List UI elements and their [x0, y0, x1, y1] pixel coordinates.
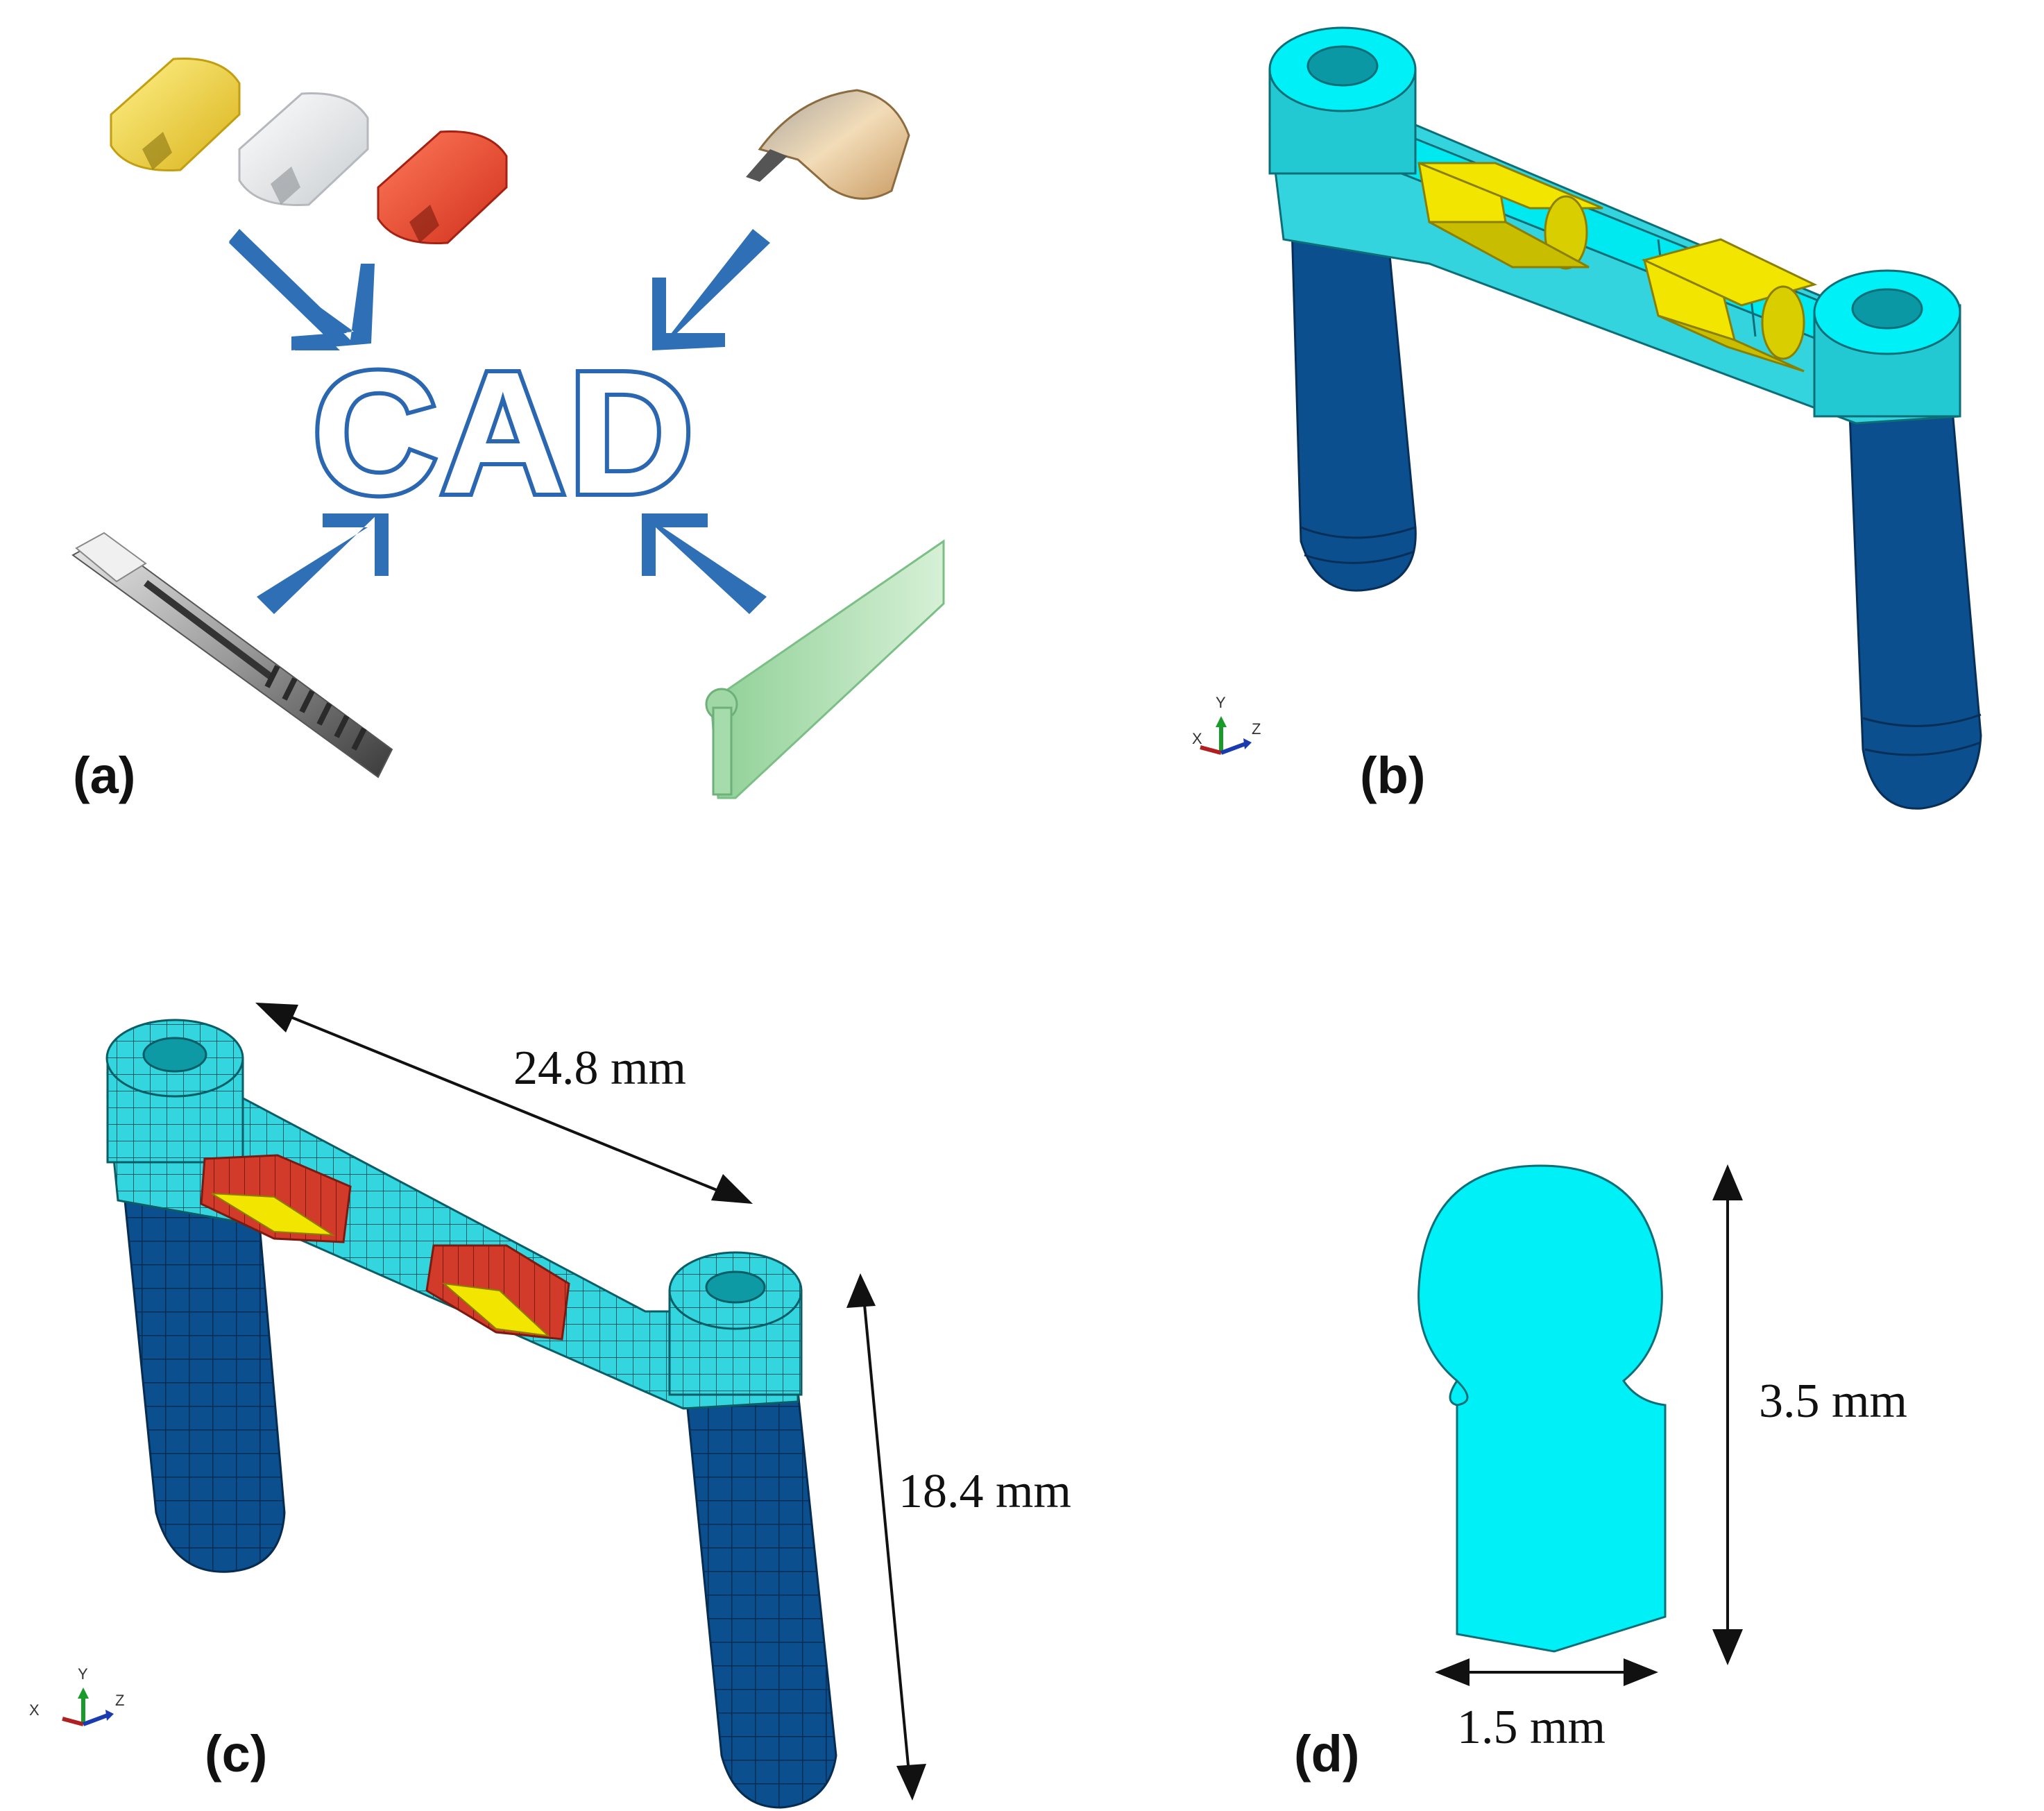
panel-c-fe-mesh: Y X Z [29, 1003, 926, 1809]
panel-label-d: (d) [1294, 1725, 1360, 1783]
axis-label-x: X [1192, 730, 1202, 747]
panel-b: Y X Z (b) [1179, 0, 2044, 833]
left-implant-mesh [120, 1150, 286, 1573]
arrow-bottom-left-icon [257, 513, 389, 614]
arrow-top-right-icon [652, 229, 770, 350]
arrow-top-left-icon [229, 229, 375, 350]
dimension-arrow-profile-height [1712, 1164, 1743, 1665]
red-clip-icon [377, 130, 508, 245]
panel-d-profile [1417, 1164, 1743, 1686]
dimension-label-bar-length: 24.8 mm [513, 1041, 686, 1095]
dental-implant-icon [71, 532, 393, 779]
yellow-clip-icon [110, 57, 241, 172]
axis-triad-c: Y X Z [29, 1665, 124, 1726]
dimension-arrow-implant-height [846, 1273, 926, 1801]
axis-label-z-c: Z [115, 1692, 124, 1709]
axis-triad-b: Y X Z [1192, 694, 1261, 755]
green-rail-icon [705, 539, 945, 799]
dimension-label-profile-height: 3.5 mm [1759, 1375, 1907, 1428]
panel-c: Y X Z 24.8 mm 18.4 mm (c) [0, 958, 1179, 1811]
yellow-clip-2 [1641, 238, 1818, 373]
red-clip-mesh-2 [425, 1244, 570, 1341]
panel-a: CAD (a) [0, 0, 971, 833]
panel-a-illustration [71, 57, 945, 799]
dimension-label-profile-width: 1.5 mm [1457, 1701, 1606, 1754]
yellow-clip-1 [1417, 162, 1603, 270]
axis-label-z: Z [1252, 720, 1261, 738]
white-clip-icon [238, 92, 369, 207]
dimension-arrow-profile-width [1435, 1658, 1658, 1686]
red-clip-mesh-1 [200, 1154, 352, 1243]
clip-cross-section [1417, 1164, 1667, 1653]
arrow-bottom-right-icon [642, 513, 767, 614]
dimension-arrow-bar-length [255, 1003, 753, 1204]
panel-b-cad-model: Y X Z [1192, 26, 1982, 810]
right-implant-shape [1848, 377, 1982, 810]
left-implant-shape [1289, 158, 1417, 592]
panel-label-c: (c) [205, 1725, 268, 1783]
axis-label-y-c: Y [78, 1665, 88, 1683]
axis-label-x-c: X [29, 1701, 40, 1719]
gold-clip-icon [746, 89, 910, 200]
axis-label-y: Y [1216, 694, 1226, 711]
panel-label-b: (b) [1360, 747, 1426, 804]
dimension-label-implant-height: 18.4 mm [898, 1465, 1071, 1518]
panel-d: 3.5 mm 1.5 mm (d) [1249, 958, 2044, 1811]
cad-title: CAD [308, 332, 698, 534]
panel-label-a: (a) [73, 747, 136, 804]
right-implant-mesh [685, 1390, 837, 1809]
